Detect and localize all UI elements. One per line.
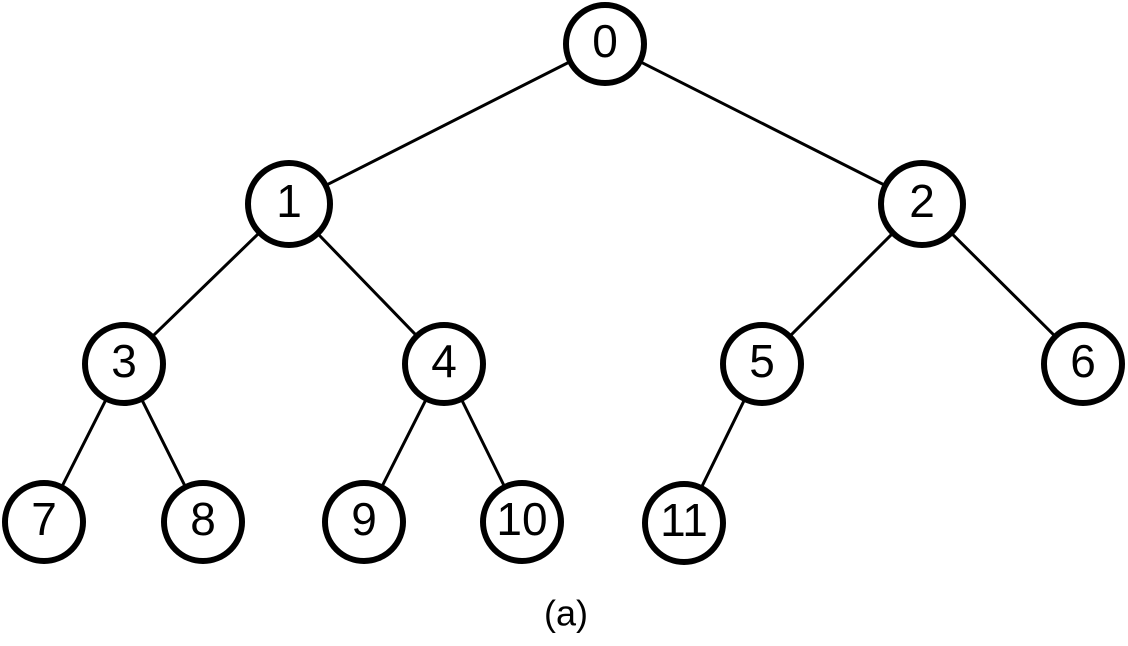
tree-node[interactable]: 11 <box>642 481 726 565</box>
tree-node-circle[interactable] <box>1041 322 1125 406</box>
tree-node-circle[interactable] <box>480 480 564 564</box>
tree-edge <box>325 61 570 187</box>
tree-node-circle[interactable] <box>402 322 486 406</box>
tree-node-label: 10 <box>496 493 547 545</box>
tree-node-label: 5 <box>749 335 775 387</box>
tree-nodes-group: 0 1 2 3 4 5 6 7 8 9 10 11 <box>2 2 1125 565</box>
tree-node-label: 2 <box>909 175 935 227</box>
tree-edge <box>951 232 1056 337</box>
tree-node[interactable]: 5 <box>720 322 804 406</box>
tree-node-circle[interactable] <box>563 2 647 86</box>
tree-node-circle[interactable] <box>82 322 166 406</box>
tree-node[interactable]: 8 <box>161 480 245 564</box>
tree-node[interactable]: 4 <box>402 322 486 406</box>
tree-edge <box>140 399 187 487</box>
tree-node-label: 0 <box>592 15 618 67</box>
tree-node[interactable]: 9 <box>322 480 406 564</box>
tree-edge <box>317 233 417 337</box>
tree-node[interactable]: 1 <box>245 160 333 248</box>
tree-edge <box>700 399 746 488</box>
tree-edge <box>151 232 260 337</box>
tree-node-circle[interactable] <box>878 160 966 248</box>
tree-node[interactable]: 6 <box>1041 322 1125 406</box>
tree-node-label: 11 <box>660 494 708 546</box>
tree-edges-group <box>61 60 1056 488</box>
tree-edge <box>381 399 427 487</box>
tree-node[interactable]: 3 <box>82 322 166 406</box>
tree-node-label: 7 <box>31 493 57 545</box>
tree-node-circle[interactable] <box>245 160 333 248</box>
tree-node-label: 1 <box>276 175 302 227</box>
tree-node-circle[interactable] <box>642 481 726 565</box>
tree-node-circle[interactable] <box>161 480 245 564</box>
tree-node-label: 8 <box>190 493 216 545</box>
tree-edge <box>640 60 886 187</box>
tree-edge <box>789 232 894 337</box>
tree-node-circle[interactable] <box>322 480 406 564</box>
tree-node[interactable]: 2 <box>878 160 966 248</box>
tree-node[interactable]: 10 <box>480 480 564 564</box>
tree-node[interactable]: 7 <box>2 480 86 564</box>
tree-edge <box>61 399 107 487</box>
tree-node[interactable]: 0 <box>563 2 647 86</box>
tree-node-label: 3 <box>111 335 137 387</box>
tree-node-circle[interactable] <box>720 322 804 406</box>
tree-node-label: 9 <box>351 493 377 545</box>
tree-node-label: 6 <box>1070 335 1096 387</box>
tree-node-label: 4 <box>431 335 457 387</box>
tree-node-circle[interactable] <box>2 480 86 564</box>
tree-edge <box>460 399 506 487</box>
figure-caption: (a) <box>544 593 588 634</box>
